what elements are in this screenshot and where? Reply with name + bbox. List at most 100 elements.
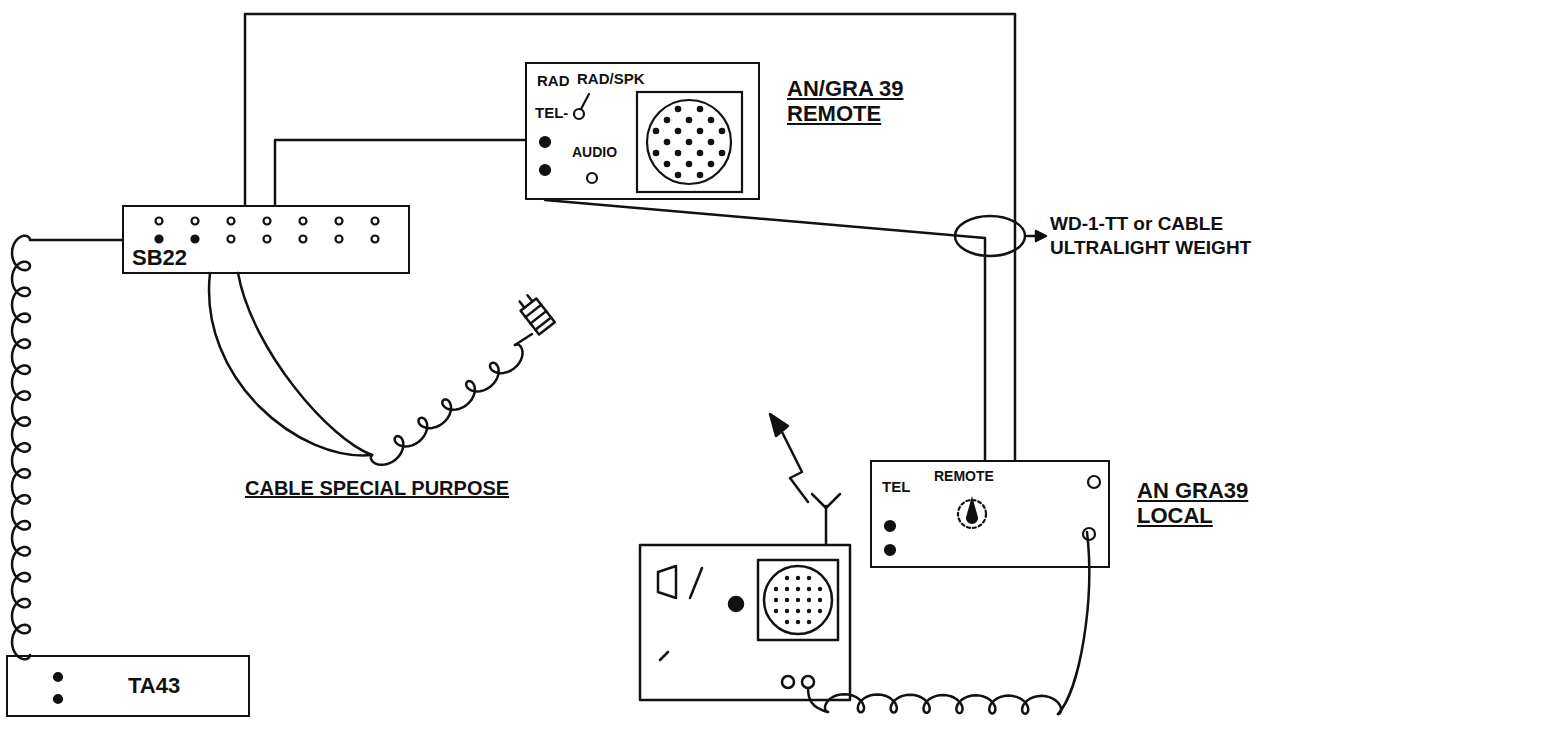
grille-dot: [665, 140, 669, 144]
grille-dot: [818, 587, 822, 591]
binding-post: [540, 165, 550, 175]
grille-dot: [807, 598, 811, 602]
grille-dot: [687, 140, 691, 144]
grille-dot: [654, 151, 658, 155]
grille-dot: [785, 576, 789, 580]
grille-dot: [720, 151, 724, 155]
grille-dot: [709, 118, 713, 122]
grille-dot: [774, 598, 778, 602]
grille-dot: [687, 162, 691, 166]
jack-hole: [156, 236, 163, 243]
radio-set: [640, 545, 850, 700]
knob: [729, 597, 743, 611]
panel-label: TEL-: [535, 104, 568, 121]
antenna: [812, 494, 840, 508]
switchboard: SB22: [122, 205, 410, 274]
jack-hole: [156, 218, 163, 225]
arrowhead: [770, 414, 788, 436]
audio-jack: [587, 173, 597, 183]
jack: [782, 676, 794, 688]
grille-dot: [687, 118, 691, 122]
grille-dot: [807, 609, 811, 613]
grille-dot: [785, 587, 789, 591]
jack-hole: [336, 236, 343, 243]
grille-dot: [676, 151, 680, 155]
knob-pointer: [967, 500, 977, 523]
grille-dot: [818, 598, 822, 602]
grille-dot: [796, 587, 800, 591]
panel-label: TEL: [882, 478, 910, 495]
small-switch: [660, 652, 668, 660]
jack-hole: [372, 236, 379, 243]
grille-dot: [676, 129, 680, 133]
unit-title: AN/GRA 39 REMOTE: [787, 76, 937, 127]
binding-post: [885, 545, 895, 555]
grille-dot: [676, 173, 680, 177]
speaker-grille: [637, 92, 742, 192]
grille-dot: [665, 118, 669, 122]
switch-lever: [581, 94, 589, 109]
local-unit: AN GRA39 LOCALTELREMOTE: [870, 460, 1110, 568]
binding-post: [54, 673, 62, 681]
grille-dot: [796, 609, 800, 613]
connecting-wire: [275, 140, 525, 205]
jack-hole: [264, 218, 271, 225]
handset-symbol: [658, 566, 676, 598]
jack-hole: [192, 218, 199, 225]
binding-post: [54, 695, 62, 703]
grille-dot: [774, 609, 778, 613]
cable-callout: WD-1-TT or CABLE ULTRALIGHT WEIGHT: [1050, 212, 1320, 260]
cable-plug: [516, 292, 555, 334]
jack-hole: [228, 218, 235, 225]
jack-hole: [336, 218, 343, 225]
grille-dot: [807, 620, 811, 624]
binding-post: [540, 137, 550, 147]
grille-dot: [796, 598, 800, 602]
radio-link-arrow: [780, 428, 808, 502]
grille-dot: [698, 129, 702, 133]
unit-title: AN GRA39 LOCAL: [1137, 478, 1267, 529]
grille-dot: [698, 173, 702, 177]
jack-hole: [264, 236, 271, 243]
grille-dot: [665, 162, 669, 166]
grille-dot: [698, 151, 702, 155]
panel-label: RAD: [537, 72, 570, 89]
selector-switch: [574, 109, 584, 119]
remote-unit: AN/GRA 39 REMOTERADRAD/SPKTEL-AUDIO: [525, 62, 760, 200]
connecting-wire: [12, 236, 122, 660]
panel-label: REMOTE: [934, 468, 994, 484]
binding-post: [885, 521, 895, 531]
cable-label: CABLE SPECIAL PURPOSE: [245, 476, 565, 501]
grille-dot: [698, 107, 702, 111]
grille-dot: [654, 129, 658, 133]
jack: [1088, 476, 1100, 488]
coiled-cable: [515, 334, 532, 345]
grille-dot: [720, 129, 724, 133]
grille-dot: [785, 609, 789, 613]
coiled-cable: [825, 694, 1061, 714]
panel-label: RAD/SPK: [577, 70, 645, 87]
grille-dot: [807, 576, 811, 580]
jack-hole: [372, 218, 379, 225]
grille-dot: [818, 609, 822, 613]
radio-cable: [1058, 532, 1089, 714]
antenna: [825, 506, 828, 545]
panel-label: TA43: [128, 673, 180, 698]
arrowhead: [1036, 231, 1046, 241]
connecting-wire: [245, 14, 1015, 460]
grille-dot: [807, 587, 811, 591]
jack-hole: [192, 236, 199, 243]
grille-dot: [774, 587, 778, 591]
function-knob: [958, 500, 986, 528]
jack: [1083, 528, 1095, 540]
jack-hole: [300, 236, 307, 243]
grille-dot: [796, 576, 800, 580]
connecting-wire: [545, 200, 985, 460]
grille-dot: [796, 620, 800, 624]
speaker-grille: [758, 560, 838, 640]
speaker-ring: [647, 100, 731, 184]
speaker-ring: [764, 566, 832, 634]
jack: [802, 676, 814, 688]
grille-dot: [676, 107, 680, 111]
